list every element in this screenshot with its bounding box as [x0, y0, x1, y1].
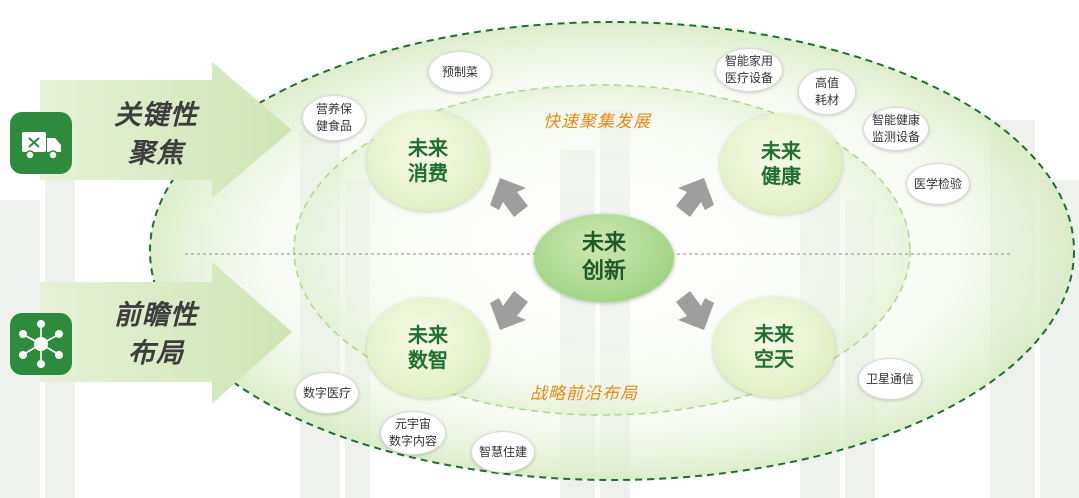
arrow-up-left	[490, 178, 528, 217]
future-consumption-label: 未来 消费	[408, 136, 448, 185]
arrow-up-right	[676, 178, 714, 217]
left-arrows	[40, 62, 292, 404]
topic-health-monitoring-devices: 智能健康 监测设备	[863, 107, 929, 151]
fast-aggregation-label: 快速聚集发展	[543, 112, 651, 132]
topic-high-value-consumables: 高值 耗材	[798, 69, 856, 115]
topic-digital-medicine: 数字医疗	[295, 372, 359, 414]
topic-smart-construction: 智慧住建	[471, 431, 535, 473]
future-health-node: 未来 健康	[720, 114, 842, 214]
topic-nutrition-food: 营养保 健食品	[302, 95, 366, 141]
key-focus-label: 关键性 聚焦	[114, 100, 198, 169]
future-aerospace-node: 未来 空天	[713, 297, 835, 397]
forward-layout-label: 前瞻性 布局	[114, 300, 198, 369]
future-digital-label: 未来 数智	[408, 323, 448, 372]
future-consumption-node: 未来 消费	[367, 111, 489, 211]
future-aerospace-label: 未来 空天	[754, 322, 794, 371]
topic-medical-testing: 医学检验	[906, 163, 970, 205]
top-arrow-shape	[40, 62, 292, 198]
arrow-down-right	[676, 291, 714, 330]
center-node-label: 未来 创新	[581, 231, 626, 284]
topic-metaverse-content: 元宇宙 数字内容	[380, 411, 446, 455]
arrow-down-left	[490, 291, 528, 330]
center-node: 未来 创新	[534, 214, 674, 302]
delivery-truck-icon	[10, 112, 72, 174]
strategic-frontier-label: 战略前沿布局	[530, 384, 638, 404]
future-digital-node: 未来 数智	[367, 298, 489, 398]
topic-home-medical-devices: 智能家用 医疗设备	[715, 48, 783, 92]
topic-satellite-communication: 卫星通信	[858, 358, 922, 400]
topic-prepared-dishes: 预制菜	[428, 51, 492, 93]
future-health-label: 未来 健康	[761, 139, 801, 188]
network-hub-icon	[10, 313, 72, 375]
bottom-arrow-shape	[40, 262, 292, 404]
